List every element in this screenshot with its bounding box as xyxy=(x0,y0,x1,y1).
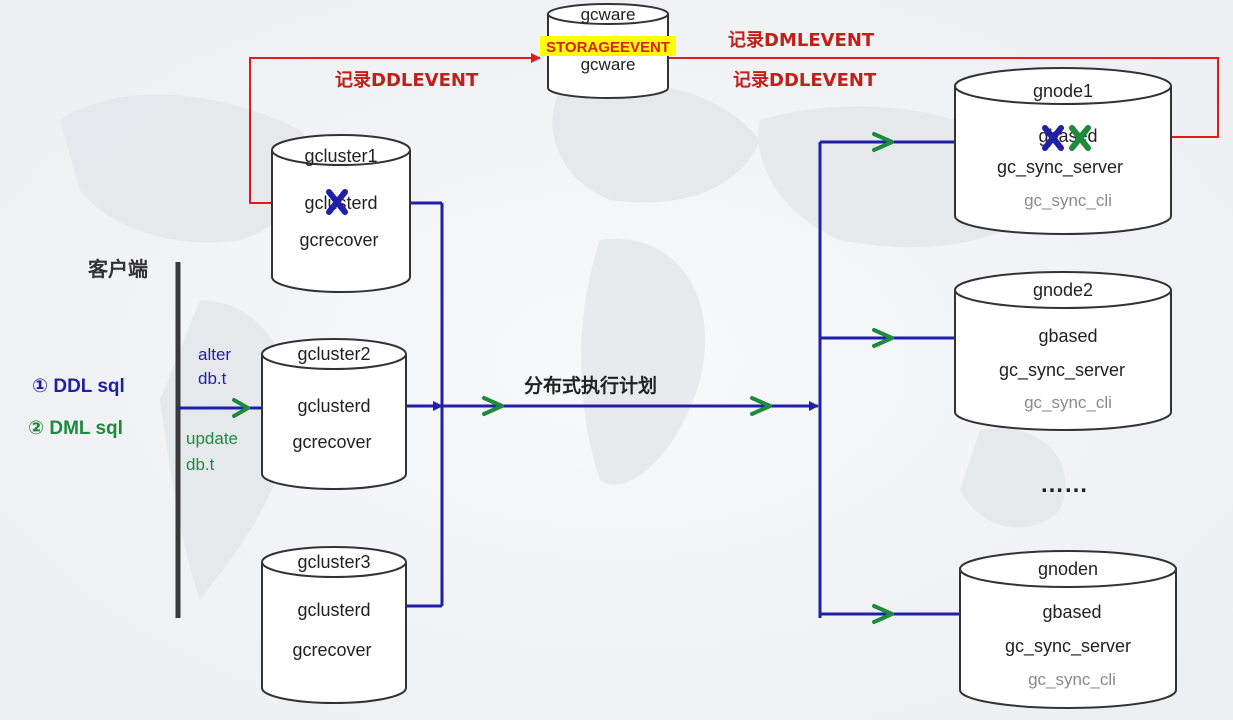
client-alter-line1: alter xyxy=(198,345,231,364)
gcluster3-proc-gcrecover: gcrecover xyxy=(292,640,371,660)
gnode1-proc-gc-sync-cli: gc_sync_cli xyxy=(1024,191,1112,210)
cross-icon xyxy=(326,189,348,215)
event-label-ddl-left: 记录DDLEVENT xyxy=(335,70,479,91)
gnode1-title: gnode1 xyxy=(1033,81,1093,101)
gcluster1-cylinder[interactable] xyxy=(271,134,411,293)
database-cylinder-icon xyxy=(261,354,407,490)
database-cylinder-icon xyxy=(959,569,1177,709)
arrow-icon xyxy=(232,398,250,418)
gcluster3-proc-gclusterd: gclusterd xyxy=(297,600,370,620)
cross-icon xyxy=(1069,125,1091,151)
gnode1-cylinder[interactable] xyxy=(954,67,1172,235)
database-cylinder-icon xyxy=(954,290,1172,431)
event-label-ddl-right: 记录DDLEVENT xyxy=(733,70,877,91)
gcluster2-proc-gclusterd: gclusterd xyxy=(297,396,370,416)
gnode1-proc-gc-sync-server: gc_sync_server xyxy=(997,157,1123,178)
gcluster2-cylinder[interactable] xyxy=(261,338,407,490)
gnode2-cylinder[interactable] xyxy=(954,271,1172,431)
client-ddl-sql: ① DDL sql xyxy=(32,376,125,397)
client-dml-sql: ② DML sql xyxy=(28,418,123,439)
arrow-icon xyxy=(872,604,894,624)
gcluster3-cylinder[interactable] xyxy=(261,546,407,704)
gcluster2-proc-gcrecover: gcrecover xyxy=(292,432,371,452)
database-cylinder-icon xyxy=(271,150,411,293)
gnoden-title: gnoden xyxy=(1038,559,1098,579)
arrow-icon xyxy=(872,132,894,152)
storageevent-highlight xyxy=(540,36,676,56)
client-label: 客户端 xyxy=(87,257,148,281)
execution-plan-label: 分布式执行计划 xyxy=(524,374,657,397)
gnode2-proc-gc-sync-server: gc_sync_server xyxy=(999,360,1125,381)
gnoden-cylinder[interactable] xyxy=(959,550,1177,709)
gcware-process: gcware xyxy=(581,55,636,74)
client-update-line2: db.t xyxy=(186,455,215,474)
gcluster1-proc-gcrecover: gcrecover xyxy=(299,230,378,250)
red-line-gcluster1-to-gcware xyxy=(249,53,541,204)
arrow-icon xyxy=(482,396,504,416)
arrow-icon xyxy=(750,396,772,416)
gnoden-proc-gbased: gbased xyxy=(1042,602,1101,622)
arrow-icon xyxy=(872,328,894,348)
gnoden-proc-gc-sync-server: gc_sync_server xyxy=(1005,636,1131,657)
green-arrows xyxy=(232,132,894,624)
gcluster2-title: gcluster2 xyxy=(297,344,370,364)
event-label-dml-right: 记录DMLEVENT xyxy=(728,30,875,51)
gcluster1-title: gcluster1 xyxy=(304,146,377,166)
gnode2-proc-gc-sync-cli: gc_sync_cli xyxy=(1024,393,1112,412)
gnoden-proc-gc-sync-cli: gc_sync_cli xyxy=(1028,670,1116,689)
gnode2-proc-gbased: gbased xyxy=(1038,326,1097,346)
storageevent-badge: STORAGEEVENT xyxy=(546,39,670,56)
more-nodes-ellipsis: …… xyxy=(1040,471,1088,498)
client-alter-line2: db.t xyxy=(198,369,227,388)
client-update-line1: update xyxy=(186,429,238,448)
database-cylinder-icon xyxy=(261,562,407,704)
gnode2-title: gnode2 xyxy=(1033,280,1093,300)
gcluster3-title: gcluster3 xyxy=(297,552,370,572)
gcware-title: gcware xyxy=(581,5,636,24)
cross-icon xyxy=(1042,125,1064,151)
database-cylinder-icon xyxy=(954,86,1172,235)
